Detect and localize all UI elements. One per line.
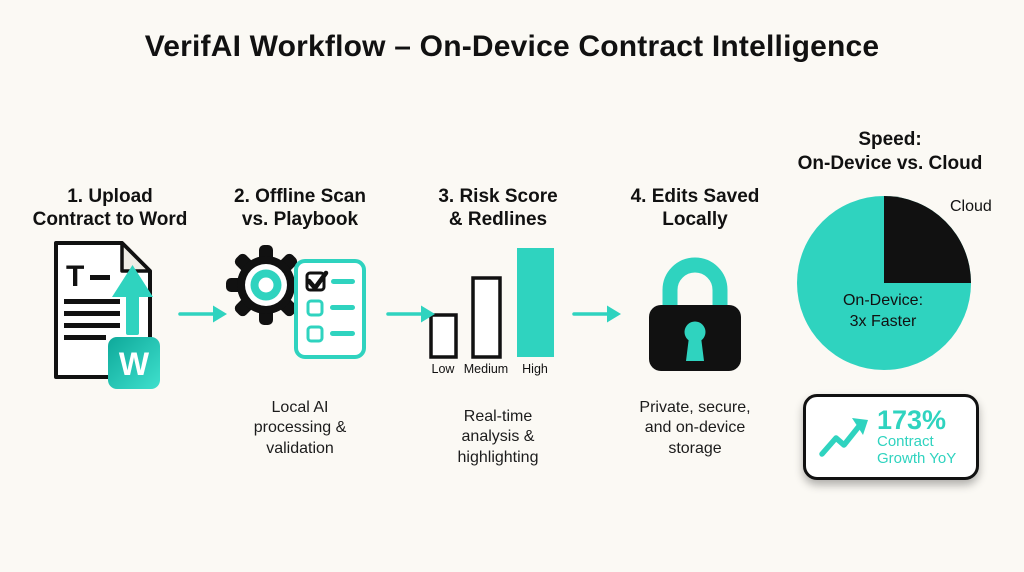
step-edits-saved: 4. Edits Saved Locally Private, secure, … <box>607 185 783 457</box>
growth-arrow-head <box>852 418 868 435</box>
document-fold-corner <box>120 241 152 273</box>
document-dash <box>90 275 110 280</box>
gear-hole <box>258 277 274 293</box>
keyhole-stem <box>686 337 704 361</box>
step-3-caption: Real-time analysis & highlighting <box>457 408 539 466</box>
growth-arrow-line <box>819 422 863 457</box>
step-4-heading: 4. Edits Saved Locally <box>630 186 760 231</box>
checklist-line <box>330 331 355 336</box>
page-title: VerifAI Workflow – On-Device Contract In… <box>144 30 880 63</box>
padlock-icon <box>649 257 741 371</box>
growth-badge-label: Contract Growth YoY <box>877 433 957 468</box>
flow-arrow-icon <box>178 305 227 323</box>
document-text-line <box>64 311 120 316</box>
gear-icon <box>226 245 306 325</box>
document-text-line <box>64 299 120 304</box>
step-4-icon-wrap <box>636 247 754 377</box>
word-document-icon: T W <box>54 241 160 389</box>
bar-label-high: High <box>522 362 548 376</box>
growth-badge: 173% Contract Growth YoY <box>803 394 979 480</box>
document-text-line <box>64 323 120 328</box>
step-4-caption: Private, secure, and on-device storage <box>639 399 751 457</box>
document-letter: T <box>66 260 84 293</box>
step-2-heading: 2. Offline Scan vs. Playbook <box>234 186 366 231</box>
step-1-icon-wrap: T W <box>46 237 174 393</box>
flow-arrow-head <box>607 305 621 323</box>
pie-on-device-label: On-Device: 3x Faster <box>842 292 924 330</box>
bar-low <box>429 313 458 359</box>
upload-arrow-icon <box>112 265 153 335</box>
step-1-heading: 1. Upload Contract to Word <box>32 186 188 231</box>
speed-pie-chart <box>797 196 971 370</box>
checklist-icon <box>294 259 366 359</box>
bar-label-medium: Medium <box>464 362 508 376</box>
pie-cloud-label: Cloud <box>950 198 992 215</box>
growth-badge-value: 173% <box>877 405 947 436</box>
flow-arrow-icon <box>386 305 435 323</box>
gear-checklist-icon <box>226 245 366 359</box>
bar-high <box>517 248 554 357</box>
step-2-caption: Local AI processing & validation <box>253 399 347 457</box>
checkbox-empty <box>306 299 324 317</box>
step-upload-contract: 1. Upload Contract to Word T <box>15 185 205 389</box>
checklist-line <box>331 279 355 284</box>
checkmark-icon <box>306 270 329 291</box>
padlock-shackle <box>662 257 728 319</box>
growth-badge-text: 173% Contract Growth YoY <box>877 406 956 468</box>
flow-arrow-icon <box>572 305 621 323</box>
bar-chart-icon: Low Medium High <box>429 248 554 376</box>
flow-arrow-head <box>421 305 435 323</box>
word-logo-tile <box>108 337 160 389</box>
flow-arrow-head <box>213 305 227 323</box>
step-risk-score: 3. Risk Score & Redlines Low Medium High… <box>417 185 579 466</box>
document-text-line <box>64 335 106 340</box>
checkbox-empty <box>306 325 324 343</box>
step-offline-scan: 2. Offline Scan vs. Playbook <box>212 185 388 457</box>
speed-panel-heading: Speed: On-Device vs. Cloud <box>797 129 983 174</box>
bar-label-low: Low <box>432 362 456 376</box>
pie-slice-cloud <box>884 196 971 283</box>
word-logo-icon: W <box>108 337 160 389</box>
step-3-heading: 3. Risk Score & Redlines <box>438 186 558 231</box>
step-3-icon-wrap: Low Medium High <box>423 245 573 381</box>
checklist-line <box>330 305 355 310</box>
step-2-icon-wrap <box>220 235 380 371</box>
bar-medium <box>471 276 502 359</box>
upload-arrow-shaft <box>126 293 139 335</box>
word-logo-letter: W <box>119 346 150 382</box>
upload-arrow-head <box>112 265 153 297</box>
growth-arrow-icon <box>819 418 868 457</box>
